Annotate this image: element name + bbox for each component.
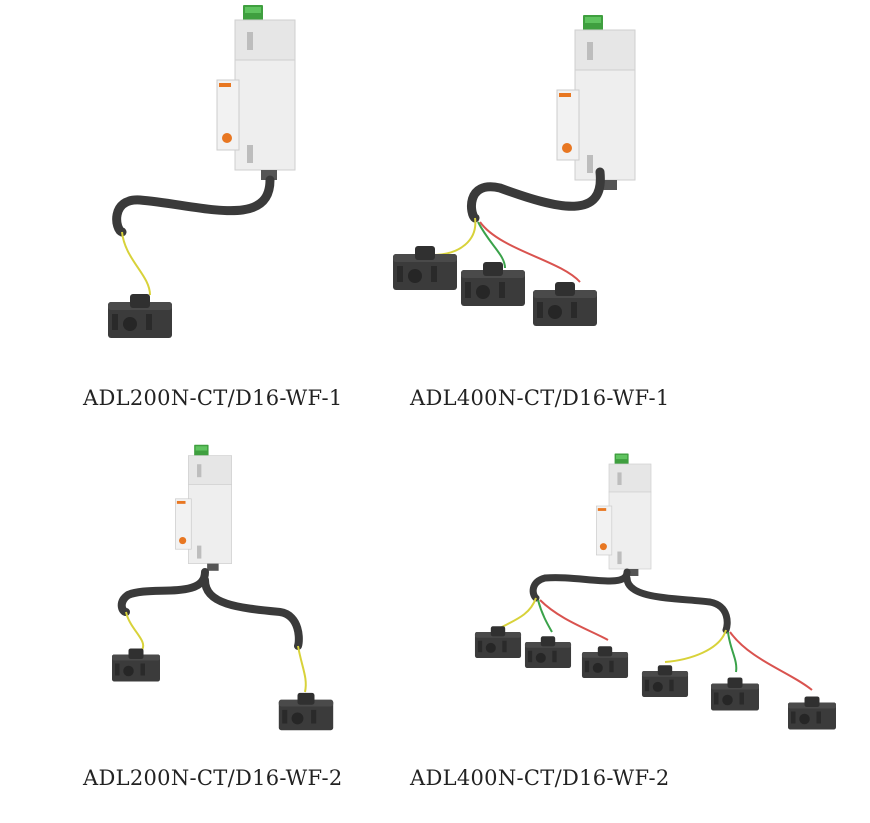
model-caption-adl400n-wf-2: ADL400N-CT/D16-WF-2 — [410, 766, 670, 790]
model-caption-adl200n-wf-2: ADL200N-CT/D16-WF-2 — [83, 766, 343, 790]
product-image-adl200n-wf-1 — [108, 4, 296, 338]
model-caption-adl400n-wf-1: ADL400N-CT/D16-WF-1 — [410, 386, 670, 410]
product-image-adl400n-wf-2 — [474, 453, 836, 730]
product-image-adl400n-wf-1 — [393, 14, 636, 326]
model-caption-adl200n-wf-1: ADL200N-CT/D16-WF-1 — [83, 386, 343, 410]
product-image-adl200n-wf-2 — [112, 444, 334, 731]
